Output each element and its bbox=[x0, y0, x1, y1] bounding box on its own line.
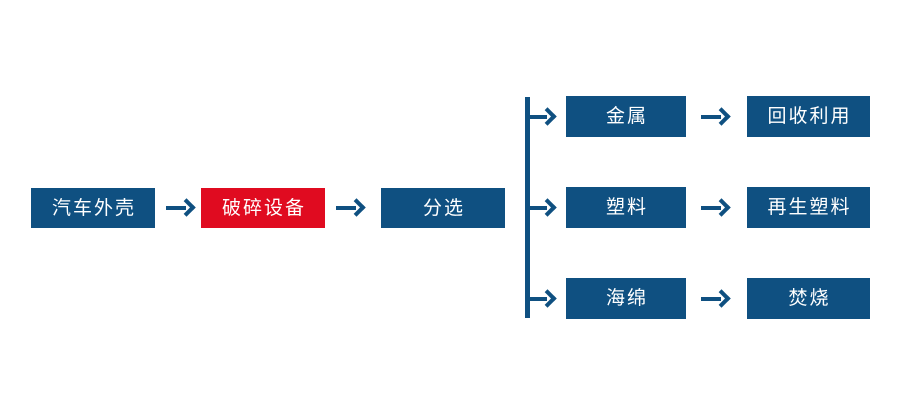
node-metal-label: 金属 bbox=[605, 106, 648, 127]
node-incineration-label: 焚烧 bbox=[788, 288, 831, 309]
arrow-head bbox=[347, 198, 366, 217]
arrow-head bbox=[712, 198, 731, 217]
node-reuse[interactable]: 回收利用 bbox=[747, 96, 870, 137]
node-sorting-label: 分选 bbox=[422, 197, 465, 219]
arrow-head bbox=[712, 289, 731, 308]
arrow-shaft bbox=[336, 206, 356, 210]
arrow-head bbox=[538, 289, 557, 308]
node-plastic-label: 塑料 bbox=[605, 197, 648, 218]
arrow-shaft bbox=[701, 297, 721, 301]
node-metal[interactable]: 金属 bbox=[566, 96, 686, 137]
arrow-right-icon-metal-to-reuse bbox=[701, 106, 731, 128]
node-sorting[interactable]: 分选 bbox=[381, 188, 505, 228]
arrow-head bbox=[177, 198, 196, 217]
node-plastic[interactable]: 塑料 bbox=[566, 187, 686, 228]
arrow-right-icon-sponge-to-incineration bbox=[701, 288, 731, 310]
node-incineration[interactable]: 焚烧 bbox=[747, 278, 870, 319]
arrow-right-icon-branch-sponge bbox=[527, 288, 557, 310]
arrow-right-icon-branch-metal bbox=[527, 106, 557, 128]
node-crusher[interactable]: 破碎设备 bbox=[201, 188, 325, 228]
arrow-right-icon-branch-plastic bbox=[527, 197, 557, 219]
arrow-shaft bbox=[701, 115, 721, 119]
node-sponge-label: 海绵 bbox=[605, 288, 648, 309]
arrow-right-icon-crusher-to-sorting bbox=[336, 197, 366, 219]
arrow-shaft bbox=[166, 206, 186, 210]
arrow-right-icon-plastic-to-recycled bbox=[701, 197, 731, 219]
node-sponge[interactable]: 海绵 bbox=[566, 278, 686, 319]
arrow-head bbox=[712, 107, 731, 126]
arrow-head bbox=[538, 107, 557, 126]
node-crusher-label: 破碎设备 bbox=[221, 197, 306, 219]
arrow-shaft bbox=[527, 297, 547, 301]
node-recycled-plastic-label: 再生塑料 bbox=[767, 197, 852, 218]
arrow-shaft bbox=[701, 206, 721, 210]
node-recycled-plastic[interactable]: 再生塑料 bbox=[747, 187, 870, 228]
arrow-right-icon-shell-to-crusher bbox=[166, 197, 196, 219]
node-car-shell[interactable]: 汽车外壳 bbox=[31, 188, 155, 228]
arrow-shaft bbox=[527, 115, 547, 119]
node-reuse-label: 回收利用 bbox=[767, 106, 852, 127]
arrow-shaft bbox=[527, 206, 547, 210]
arrow-head bbox=[538, 198, 557, 217]
node-car-shell-label: 汽车外壳 bbox=[51, 197, 136, 219]
